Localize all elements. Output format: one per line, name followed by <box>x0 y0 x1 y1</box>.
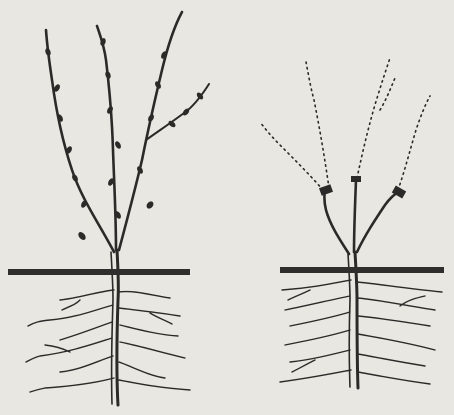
pruned-stub-1 <box>324 190 349 254</box>
pruned-seedling-panel <box>230 0 454 415</box>
removed-shoot-outlines <box>260 58 430 190</box>
unpruned-shoot-2 <box>97 26 116 250</box>
pruned-trunk-outline <box>348 254 350 387</box>
unpruned-shoot-1 <box>46 30 114 252</box>
pruned-stub-3 <box>357 192 398 252</box>
unpruned-seedling-panel <box>0 0 230 415</box>
unpruned-shoot-3 <box>119 12 182 250</box>
unpruned-seedling-drawing <box>0 0 230 415</box>
unpruned-buds <box>44 37 204 241</box>
unpruned-roots <box>26 290 190 392</box>
pruned-roots <box>280 280 442 384</box>
pruned-stub-2 <box>354 180 356 252</box>
pruned-seedling-drawing <box>230 0 454 415</box>
